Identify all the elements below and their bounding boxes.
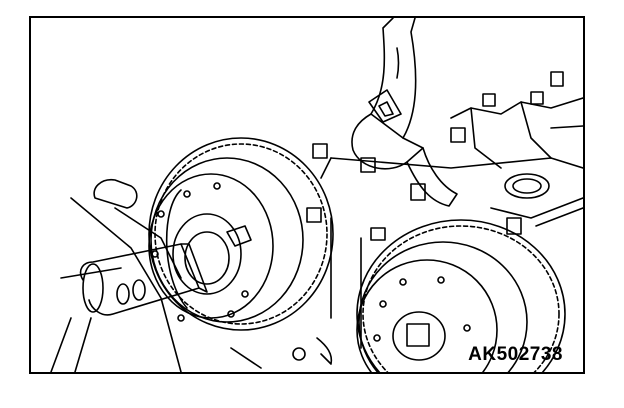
exhaust-camshaft-sprocket bbox=[356, 219, 566, 372]
wrench-tool bbox=[351, 18, 458, 207]
intake-camshaft-sprocket bbox=[148, 137, 334, 331]
head-bolts bbox=[306, 143, 426, 241]
engine-illustration bbox=[50, 18, 583, 372]
left-housing bbox=[60, 178, 182, 372]
figure-frame: AK502738 bbox=[29, 16, 585, 374]
cylinder-head bbox=[230, 71, 583, 369]
camshaft-end bbox=[50, 243, 208, 372]
figure-code-label: AK502738 bbox=[468, 344, 563, 365]
